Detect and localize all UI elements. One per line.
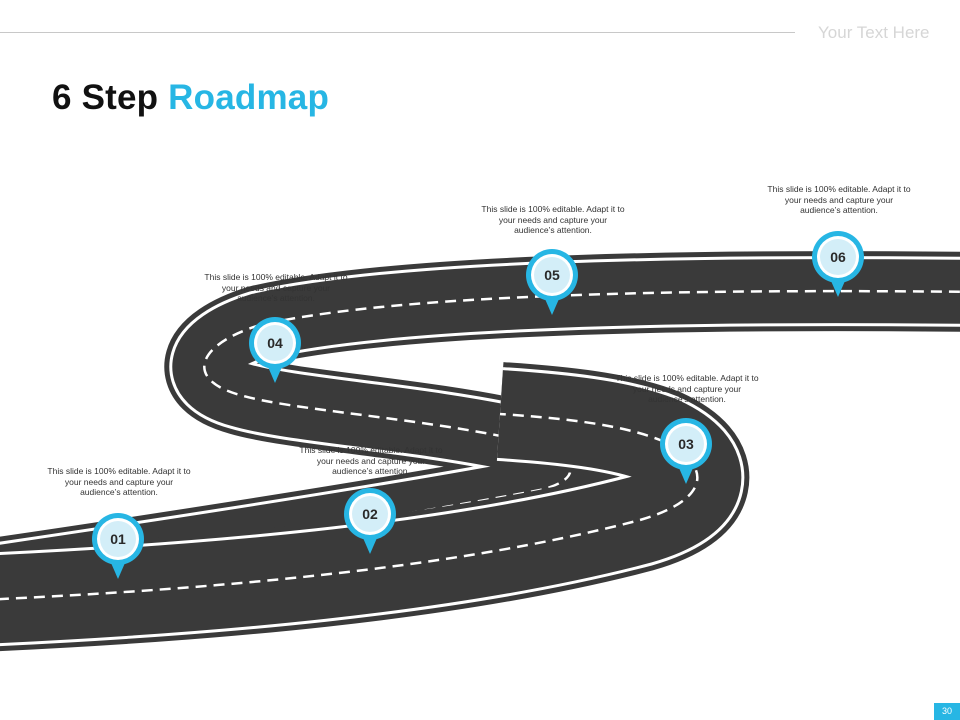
step-marker-05: 05 — [525, 248, 579, 316]
step-number: 01 — [110, 531, 126, 547]
step-marker-01: 01 — [91, 512, 145, 580]
road-front-center-line — [0, 412, 699, 601]
location-pin-icon — [344, 488, 396, 554]
location-pin-icon — [526, 249, 578, 315]
step-caption-03: This slide is 100% editable. Adapt it to… — [615, 373, 759, 404]
step-number: 03 — [678, 436, 694, 452]
header-placeholder-text: Your Text Here — [818, 23, 930, 42]
step-marker-02: 02 — [343, 487, 397, 555]
location-pin-icon — [812, 231, 864, 297]
step-marker-03: 03 — [659, 417, 713, 485]
step-number: 05 — [544, 267, 560, 283]
location-pin-icon — [92, 513, 144, 579]
step-number: 04 — [267, 335, 283, 351]
slide-number-badge: 30 — [934, 703, 960, 720]
step-caption-02: This slide is 100% editable. Adapt it to… — [299, 445, 443, 476]
step-marker-06: 06 — [811, 230, 865, 298]
title-main: 6 Step — [52, 78, 159, 117]
step-caption-06: This slide is 100% editable. Adapt it to… — [767, 184, 911, 215]
step-caption-05: This slide is 100% editable. Adapt it to… — [481, 204, 625, 235]
step-marker-04: 04 — [248, 316, 302, 384]
title-accent: Roadmap — [168, 78, 330, 117]
step-caption-01: This slide is 100% editable. Adapt it to… — [47, 466, 191, 497]
step-caption-04: This slide is 100% editable. Adapt it to… — [204, 272, 348, 303]
location-pin-icon — [249, 317, 301, 383]
location-pin-icon — [660, 418, 712, 484]
slide-title: 6 Step Roadmap — [52, 78, 329, 118]
step-number: 06 — [830, 249, 846, 265]
header-divider — [0, 32, 795, 33]
step-number: 02 — [362, 506, 378, 522]
